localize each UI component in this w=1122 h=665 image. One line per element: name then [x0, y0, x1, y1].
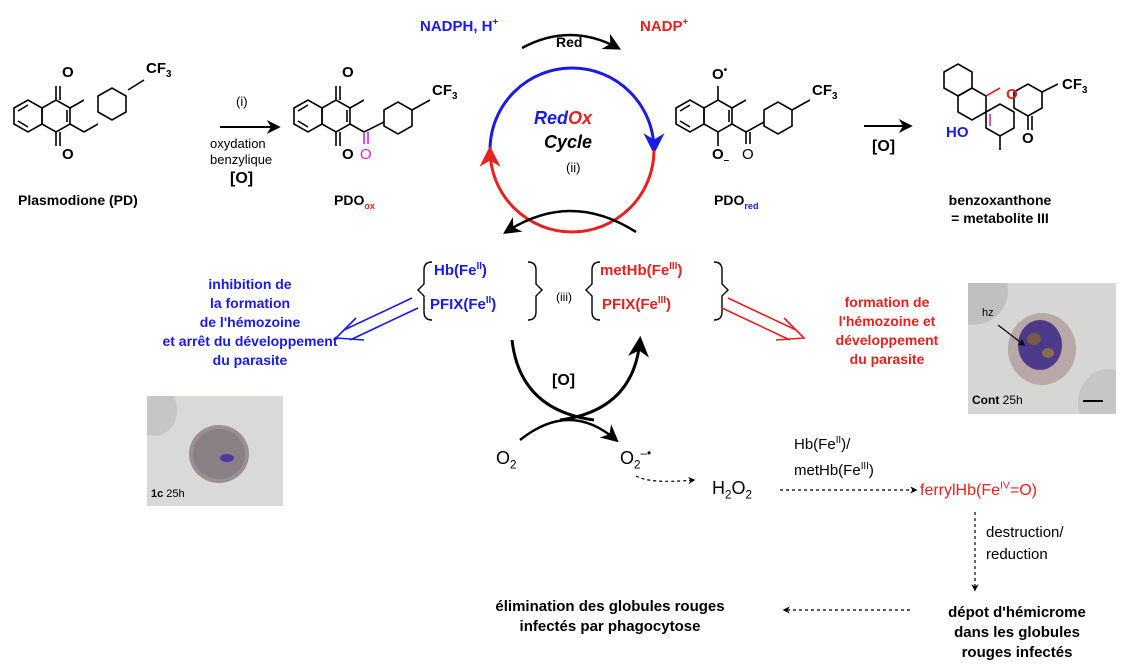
treated-caption: 1c 25h: [151, 488, 185, 500]
step-i-line1: oxydation: [210, 136, 266, 151]
pdred-label: PDOred: [714, 192, 759, 211]
step-i-label: (i): [236, 94, 248, 109]
formation-line-3: développement: [835, 332, 939, 348]
benzoxanthone-label-2: = metabolite III: [951, 210, 1049, 226]
red-label: Red: [556, 34, 583, 50]
pd-o-bottom: O: [62, 146, 74, 163]
redox-cycle-circle: [479, 66, 665, 234]
dashed-arrow-h2o2: [635, 475, 696, 485]
methb-fe3-label: metHb(FeIII): [600, 261, 683, 279]
formation-line-1: formation de: [844, 294, 930, 310]
benzo-ketone-o: O: [1022, 130, 1034, 147]
pdo-red-structure: [675, 86, 811, 146]
hb-fe2-label: Hb(FeII): [434, 261, 487, 279]
elimination-line-1: élimination des globules rouges: [495, 598, 725, 615]
nadph-label: NADPH, H+: [420, 17, 499, 35]
pdred-o-top: O•: [712, 65, 728, 83]
cycle-title: Cycle: [544, 132, 593, 152]
plasmodione-structure: [13, 79, 145, 146]
double-arrow-right: [721, 297, 806, 341]
depot-line-1: dépot d'hémicrome: [948, 604, 1086, 621]
ferryl-label: ferrylHb(FeIV=O): [920, 480, 1037, 499]
pdox-label: PDOox: [334, 192, 375, 211]
h2o2-label: H2O2: [712, 478, 753, 502]
treated-cell-drawing: [147, 396, 249, 483]
micrograph-treated: 1c 25h: [147, 396, 283, 506]
pdo-ox-structure: [293, 86, 431, 146]
pd-cf3: CF3: [146, 60, 172, 80]
step-i-reagent: [O]: [230, 170, 254, 187]
benzo-cf3: CF3: [1062, 76, 1088, 96]
depot-line-2: dans les globules: [954, 624, 1080, 641]
oxidation-center-label: [O]: [552, 372, 576, 389]
pd-o-top: O: [62, 64, 74, 81]
arrow-o2: [519, 418, 619, 443]
inhibition-line-5: du parasite: [212, 352, 288, 368]
o2-label: O2: [496, 448, 517, 472]
pdred-ketone-o: O: [742, 146, 754, 163]
elimination-line-2: infectés par phagocytose: [519, 618, 701, 635]
formation-line-2: l'hémozoine et: [838, 313, 936, 329]
oxidation-right-label: [O]: [872, 138, 896, 155]
micrograph-control: hz Cont 25h: [968, 283, 1116, 414]
control-caption: Cont 25h: [972, 393, 1023, 407]
inhibition-line-3: de l'hémozoine: [199, 314, 301, 330]
pfix-fe2-label: PFIX(FeII): [430, 295, 497, 313]
hb-brackets: [417, 261, 729, 321]
double-arrow-left: [334, 297, 419, 341]
superoxide-label: O2–•: [620, 447, 652, 472]
pdox-cf3: CF3: [432, 82, 458, 102]
inhibition-line-1: inhibition de: [208, 276, 292, 292]
pdox-o-top: O: [342, 64, 354, 81]
pdox-o-bottom: O: [342, 146, 354, 163]
benzo-ho: HO: [946, 124, 969, 141]
benzoxanthone-structure: [943, 63, 1059, 150]
control-cell-drawing: [968, 283, 1116, 414]
pfix-fe3-label: PFIX(FeIII): [602, 295, 671, 313]
inhibition-line-4: et arrêt du développement: [162, 333, 338, 349]
step-ii-label: (ii): [566, 160, 581, 175]
hb-condition-1: Hb(FeII)/: [794, 435, 851, 453]
inhibition-line-2: la formation: [209, 295, 291, 311]
formation-line-4: du parasite: [849, 351, 925, 367]
benzoxanthone-label-1: benzoxanthone: [948, 192, 1052, 208]
step-i-line2: benzylique: [210, 152, 273, 167]
benzo-ring-o: O: [1006, 86, 1018, 103]
pdred-o-bottom: O–: [712, 146, 730, 166]
nadp-label: NADP+: [640, 17, 689, 35]
pdox-ketone-o: O: [360, 146, 372, 163]
pdred-cf3: CF3: [812, 82, 838, 102]
arrow-nadph: [521, 33, 622, 50]
arrow-to-hb: [503, 209, 637, 234]
hz-label: hz: [982, 307, 994, 319]
redox-title: RedOx: [534, 108, 593, 128]
depot-line-3: rouges infectés: [961, 644, 1073, 661]
plasmodione-label: Plasmodione (PD): [18, 192, 138, 208]
arc-right-up: [559, 335, 650, 422]
reduction-label: reduction: [986, 546, 1048, 563]
step-iii-label: (iii): [556, 290, 572, 304]
destruction-label: destruction/: [986, 524, 1064, 541]
hb-condition-2: metHb(FeIII): [794, 461, 874, 479]
